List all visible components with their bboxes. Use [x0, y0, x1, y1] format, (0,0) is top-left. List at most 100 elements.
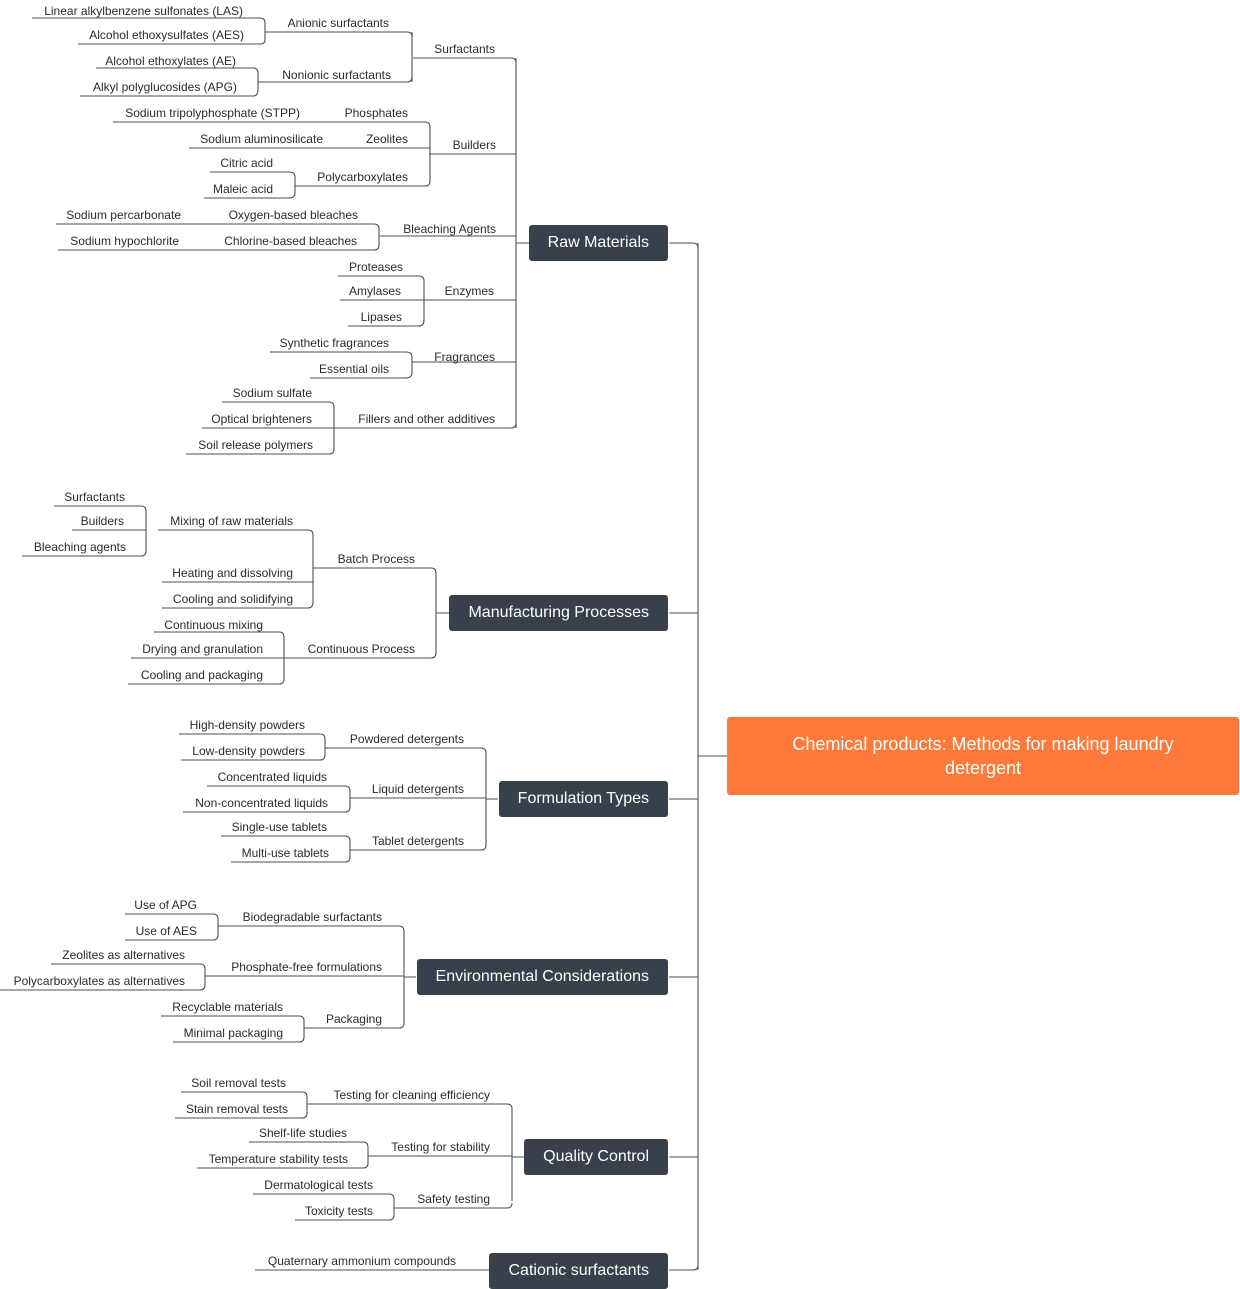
leaf-shelf-life-studies[interactable]: Shelf-life studies [258, 1126, 347, 1140]
leaf-zeolites-alternatives[interactable]: Zeolites as alternatives [62, 948, 185, 962]
leaf-drying-granulation[interactable]: Drying and granulation [142, 642, 263, 656]
connector-line [307, 1103, 513, 1110]
branch-environmental-considerations[interactable]: Environmental Considerations [416, 959, 668, 995]
topic-continuous-process[interactable]: Continuous Process [307, 642, 415, 656]
connector-line [179, 733, 326, 761]
leaf-maleic-acid[interactable]: Maleic acid [212, 182, 273, 196]
branch-quality-control[interactable]: Quality Control [524, 1139, 668, 1175]
connector-line [270, 351, 413, 379]
leaf-mix-surfactants[interactable]: Surfactants [64, 490, 125, 504]
leaf-quaternary-ammonium[interactable]: Quaternary ammonium compounds [267, 1254, 456, 1268]
leaf-soil-removal-tests[interactable]: Soil removal tests [191, 1076, 286, 1090]
topic-phosphate-free[interactable]: Phosphate-free formulations [231, 960, 382, 974]
topic-liquid-detergents[interactable]: Liquid detergents [371, 782, 464, 796]
connector-line [413, 57, 517, 64]
connector-line [350, 844, 487, 851]
topic-surfactants[interactable]: Surfactants [434, 42, 495, 56]
connector-line [313, 567, 437, 574]
leaf-use-of-apg[interactable]: Use of APG [134, 898, 197, 912]
leaf-minimal-packaging[interactable]: Minimal packaging [183, 1026, 283, 1040]
leaf-dermatological-tests[interactable]: Dermatological tests [264, 1178, 373, 1192]
topic-zeolites[interactable]: Zeolites [365, 132, 408, 146]
leaf-heating-dissolving[interactable]: Heating and dissolving [172, 566, 293, 580]
leaf-apg[interactable]: Alkyl polyglucosides (APG) [92, 80, 237, 94]
topic-polycarboxylates[interactable]: Polycarboxylates [317, 170, 408, 184]
topic-batch-process[interactable]: Batch Process [337, 552, 415, 566]
leaf-amylases[interactable]: Amylases [348, 284, 401, 298]
leaf-aes[interactable]: Alcohol ethoxysulfates (AES) [89, 28, 244, 42]
leaf-mix-bleaching-agents[interactable]: Bleaching agents [33, 540, 126, 554]
connector-line [221, 835, 351, 863]
leaf-use-of-aes[interactable]: Use of AES [135, 924, 197, 938]
connector-line [32, 17, 266, 45]
leaf-single-use-tablets[interactable]: Single-use tablets [231, 820, 327, 834]
topic-powdered-detergents[interactable]: Powdered detergents [349, 732, 464, 746]
connector-line [175, 1091, 308, 1119]
topic-chlorine-based-bleaches[interactable]: Chlorine-based bleaches [224, 234, 357, 248]
topic-builders[interactable]: Builders [452, 138, 496, 152]
connector-line [669, 1264, 699, 1271]
topic-fillers[interactable]: Fillers and other additives [358, 412, 495, 426]
leaf-mix-builders[interactable]: Builders [80, 514, 124, 528]
leaf-cooling-solidifying[interactable]: Cooling and solidifying [172, 592, 293, 606]
connector-line [403, 931, 416, 1023]
leaf-citric-acid[interactable]: Citric acid [220, 156, 273, 170]
leaf-synthetic-fragrances[interactable]: Synthetic fragrances [279, 336, 389, 350]
connector-line [515, 58, 529, 428]
connector-line [265, 31, 413, 38]
leaf-stain-removal-tests[interactable]: Stain removal tests [185, 1102, 288, 1116]
topic-fragrances[interactable]: Fragrances [434, 350, 495, 364]
connector-line [697, 243, 727, 1270]
topic-biodegradable-surfactants[interactable]: Biodegradable surfactants [242, 910, 382, 924]
leaf-continuous-mixing[interactable]: Continuous mixing [164, 618, 263, 632]
leaf-las[interactable]: Linear alkylbenzene sulfonates (LAS) [44, 4, 243, 18]
branch-cationic-surfactants[interactable]: Cationic surfactants [489, 1253, 668, 1289]
leaf-concentrated-liquids[interactable]: Concentrated liquids [217, 770, 327, 784]
leaf-multi-use-tablets[interactable]: Multi-use tablets [241, 846, 329, 860]
connector-line [253, 1193, 395, 1221]
leaf-lipases[interactable]: Lipases [360, 310, 402, 324]
topic-phosphates[interactable]: Phosphates [344, 106, 408, 120]
leaf-toxicity-tests[interactable]: Toxicity tests [304, 1204, 373, 1218]
leaf-stpp[interactable]: Sodium tripolyphosphate (STPP) [125, 106, 300, 120]
topic-anionic-surfactants[interactable]: Anionic surfactants [287, 16, 389, 30]
topic-stability[interactable]: Testing for stability [391, 1140, 490, 1154]
leaf-cooling-packaging[interactable]: Cooling and packaging [140, 668, 263, 682]
leaf-sodium-hypochlorite[interactable]: Sodium hypochlorite [70, 234, 179, 248]
connector-line [669, 242, 699, 249]
connector-line [304, 1022, 405, 1029]
topic-oxygen-based-bleaches[interactable]: Oxygen-based bleaches [228, 208, 358, 222]
topic-enzymes[interactable]: Enzymes [444, 284, 494, 298]
leaf-high-density-powders[interactable]: High-density powders [189, 718, 305, 732]
topic-safety-testing[interactable]: Safety testing [417, 1192, 490, 1206]
topic-packaging[interactable]: Packaging [325, 1012, 382, 1026]
leaf-polycarboxylates-alternatives[interactable]: Polycarboxylates as alternatives [13, 974, 185, 988]
connector-line [158, 529, 314, 609]
leaf-proteases[interactable]: Proteases [348, 260, 403, 274]
root-node[interactable]: Chemical products: Methods for making la… [727, 717, 1239, 795]
connector-line [258, 76, 413, 83]
connector-line [485, 753, 498, 845]
leaf-low-density-powders[interactable]: Low-density powders [192, 744, 305, 758]
leaf-non-concentrated-liquids[interactable]: Non-concentrated liquids [195, 796, 328, 810]
topic-bleaching-agents[interactable]: Bleaching Agents [403, 222, 496, 236]
connector-line [125, 913, 219, 941]
branch-manufacturing-processes[interactable]: Manufacturing Processes [449, 595, 668, 631]
leaf-sodium-aluminosilicate[interactable]: Sodium aluminosilicate [200, 132, 323, 146]
leaf-sodium-sulfate[interactable]: Sodium sulfate [232, 386, 312, 400]
branch-raw-materials[interactable]: Raw Materials [528, 225, 668, 261]
leaf-sodium-percarbonate[interactable]: Sodium percarbonate [66, 208, 181, 222]
connector-line [435, 573, 449, 653]
leaf-temperature-stability[interactable]: Temperature stability tests [208, 1152, 348, 1166]
leaf-optical-brighteners[interactable]: Optical brighteners [211, 412, 312, 426]
topic-tablet-detergents[interactable]: Tablet detergents [371, 834, 464, 848]
leaf-recyclable-materials[interactable]: Recyclable materials [172, 1000, 283, 1014]
leaf-essential-oils[interactable]: Essential oils [318, 362, 389, 376]
topic-nonionic-surfactants[interactable]: Nonionic surfactants [282, 68, 391, 82]
leaf-ae[interactable]: Alcohol ethoxylates (AE) [105, 54, 236, 68]
topic-mixing-raw-materials[interactable]: Mixing of raw materials [170, 514, 293, 528]
topic-cleaning-efficiency[interactable]: Testing for cleaning efficiency [333, 1088, 490, 1102]
leaf-soil-release-polymers[interactable]: Soil release polymers [198, 438, 313, 452]
branch-formulation-types[interactable]: Formulation Types [498, 781, 668, 817]
